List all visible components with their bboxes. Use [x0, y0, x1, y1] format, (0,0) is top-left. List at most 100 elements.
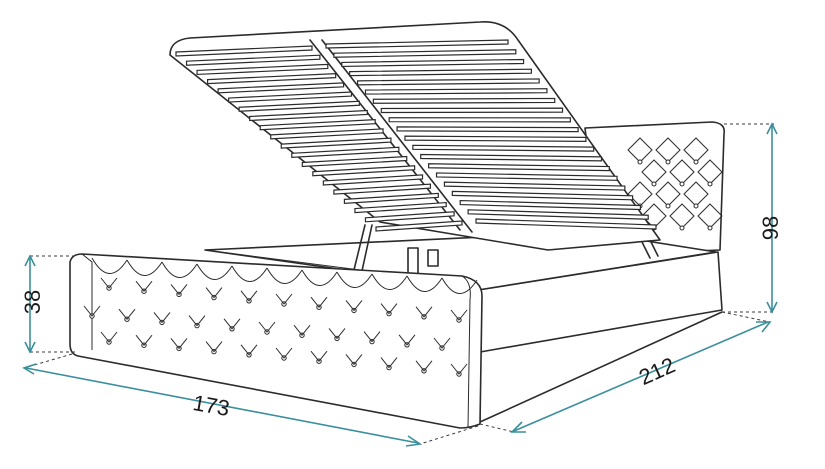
- slat-right: [325, 39, 509, 49]
- tuft-scallop: [301, 269, 338, 286]
- slat-left: [228, 91, 353, 103]
- tuft-crease: [380, 303, 398, 315]
- slat-right: [333, 49, 517, 58]
- slat-left: [217, 82, 345, 94]
- dimension-label-173: 173: [191, 390, 232, 421]
- slat-right: [412, 144, 595, 152]
- tuft-crease: [450, 309, 468, 321]
- slat-left: [196, 63, 329, 76]
- tuft-crease: [328, 328, 346, 340]
- tuft-scallop: [126, 259, 163, 276]
- slat-left: [175, 45, 313, 57]
- slat-right: [467, 209, 649, 220]
- tuft-crease: [398, 334, 416, 346]
- lid-slats: [175, 39, 657, 232]
- tuft-crease: [310, 296, 328, 309]
- slat-left: [301, 155, 408, 168]
- tuft-scallop: [371, 273, 408, 290]
- tuft-scallop: [266, 267, 303, 284]
- tuft-crease: [170, 338, 188, 350]
- slat-right: [459, 199, 642, 211]
- slat-left: [312, 165, 416, 177]
- slat-left: [185, 54, 321, 66]
- tuft-crease: [100, 277, 118, 289]
- tuft-crease: [310, 350, 328, 363]
- tuft-button: [707, 181, 713, 187]
- slat-right: [380, 107, 564, 114]
- dimension-label-98: 98: [758, 216, 783, 240]
- tuft-crease: [345, 300, 363, 312]
- tuft-crease: [415, 306, 433, 318]
- slat-left: [354, 201, 447, 214]
- tuft-button: [693, 203, 699, 209]
- tuft-button: [693, 159, 699, 165]
- slat-left: [375, 220, 463, 232]
- dimension-label-212: 212: [635, 352, 679, 390]
- slat-left: [238, 100, 360, 112]
- tuft-scallop: [441, 277, 478, 294]
- tuft-crease: [450, 363, 468, 375]
- tuft-crease: [258, 321, 276, 333]
- slat-left: [322, 174, 424, 186]
- tuft-button: [665, 159, 671, 165]
- slat-right: [443, 181, 626, 191]
- tuft-crease: [275, 293, 293, 305]
- slat-left: [343, 192, 439, 205]
- slat-right: [364, 88, 548, 95]
- footboard: [69, 253, 483, 429]
- tuft-button: [651, 181, 657, 187]
- tuft-crease: [293, 324, 311, 337]
- tuft-crease: [100, 331, 118, 343]
- tuft-crease: [170, 284, 188, 296]
- tuft-crease: [153, 312, 171, 324]
- slat-left: [280, 137, 392, 149]
- slat-right: [372, 97, 556, 104]
- headboard-tufting: [627, 137, 723, 231]
- slat-right: [428, 163, 610, 172]
- tuft-scallop: [336, 271, 373, 288]
- tuft-crease: [415, 360, 433, 372]
- slat-right: [356, 78, 540, 86]
- tuft-crease: [345, 354, 363, 366]
- tuft-crease: [188, 315, 206, 327]
- tuft-crease: [363, 331, 381, 343]
- slat-right: [420, 153, 603, 162]
- tuft-button: [707, 225, 713, 231]
- slat-left: [249, 109, 368, 122]
- tuft-button: [679, 181, 685, 187]
- slat-right: [396, 126, 579, 133]
- dimension-headboard-height: 98: [722, 122, 783, 314]
- tuft-crease: [240, 290, 258, 302]
- tuft-crease: [275, 347, 293, 359]
- tuft-crease: [83, 305, 101, 317]
- dimension-label-38: 38: [20, 290, 45, 314]
- tuft-scallop: [231, 265, 268, 282]
- tuft-crease: [205, 287, 223, 299]
- tuft-crease: [223, 318, 241, 330]
- tuft-crease: [240, 344, 258, 356]
- slat-right: [404, 135, 587, 142]
- tuft-button: [665, 203, 671, 209]
- slat-right: [475, 218, 657, 230]
- tuft-scallop: [196, 263, 233, 280]
- dimension-footboard-height: 38: [20, 254, 78, 354]
- tuft-button: [637, 159, 643, 165]
- slat-right: [451, 190, 634, 201]
- tuft-scallop: [406, 275, 443, 292]
- tuft-crease: [118, 308, 136, 321]
- tuft-crease: [380, 357, 398, 369]
- slat-left: [259, 119, 376, 131]
- tuft-crease: [205, 341, 223, 353]
- tuft-scallop: [161, 261, 198, 278]
- tuft-crease: [135, 334, 153, 347]
- slat-right: [341, 58, 525, 68]
- tuft-scallop: [91, 257, 128, 274]
- raised-slatted-lid: [169, 21, 661, 251]
- slat-left: [291, 146, 400, 158]
- slat-right: [435, 172, 618, 181]
- slat-left: [270, 128, 384, 140]
- tuft-crease: [433, 337, 451, 349]
- slat-left: [364, 211, 455, 223]
- footboard-tufting: [83, 257, 478, 377]
